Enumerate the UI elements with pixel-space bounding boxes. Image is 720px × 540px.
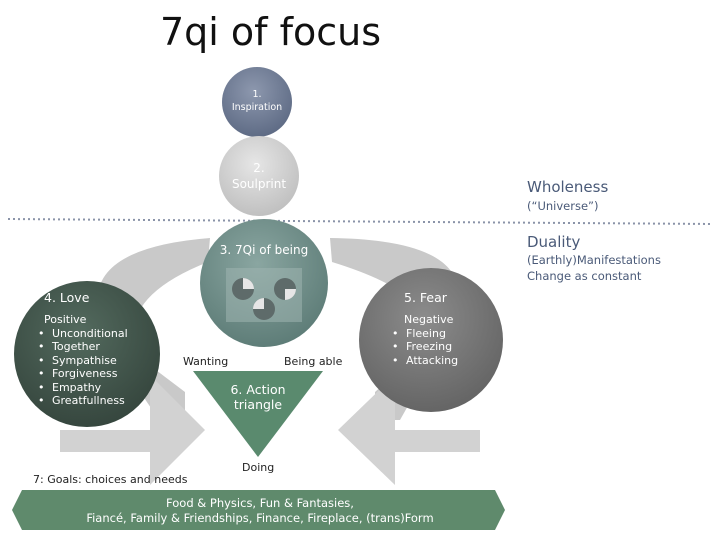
left-lower-arrow bbox=[60, 375, 205, 485]
doing-label: Doing bbox=[242, 461, 275, 474]
soulprint-label: Soulprint bbox=[231, 177, 287, 191]
love-item: Together bbox=[38, 340, 160, 354]
goals-line2: Fiancé, Family & Friendships, Finance, F… bbox=[86, 511, 434, 525]
action-line1: 6. Action bbox=[230, 382, 286, 397]
goals-band bbox=[12, 490, 505, 530]
fear-item: Fleeing bbox=[392, 327, 492, 341]
being-label: 3. 7Qi of being bbox=[219, 243, 309, 257]
duality-line2: Change as constant bbox=[527, 269, 642, 283]
action-triangle bbox=[193, 371, 323, 457]
love-subheading: Positive bbox=[44, 313, 87, 326]
love-item: Unconditional bbox=[38, 327, 160, 341]
love-item: Sympathise bbox=[38, 354, 160, 368]
goals-line1: Food & Physics, Fun & Fantasies, bbox=[166, 496, 354, 510]
goals-label: 7: Goals: choices and needs bbox=[33, 473, 188, 486]
inspiration-text: 1. Inspiration bbox=[222, 88, 292, 114]
inspiration-circle bbox=[222, 67, 292, 137]
action-line2: triangle bbox=[233, 397, 283, 412]
fear-heading: 5. Fear bbox=[404, 290, 447, 305]
being-able-label: Being able bbox=[284, 355, 343, 368]
love-item: Empathy bbox=[38, 381, 160, 395]
goals-text: Food & Physics, Fun & Fantasies, Fiancé,… bbox=[20, 496, 500, 526]
love-item: Greatfullness bbox=[38, 394, 160, 408]
fear-subheading: Negative bbox=[404, 313, 454, 326]
wholeness-duality-divider bbox=[7, 218, 713, 225]
love-heading: 4. Love bbox=[44, 290, 90, 305]
duality-line1: (Earthly)Manifestations bbox=[527, 253, 661, 267]
inspiration-number: 1. bbox=[252, 89, 262, 100]
inspiration-label: Inspiration bbox=[231, 102, 283, 113]
fear-item: Freezing bbox=[392, 340, 492, 354]
fear-item: Attacking bbox=[392, 354, 492, 368]
fear-list: Fleeing Freezing Attacking bbox=[382, 327, 492, 368]
wholeness-heading: Wholeness bbox=[527, 178, 609, 196]
being-mini-diagram bbox=[226, 268, 302, 322]
soulprint-text: 2. Soulprint bbox=[219, 160, 299, 192]
love-item: Forgiveness bbox=[38, 367, 160, 381]
love-content: 4. Love Positive Unconditional Together … bbox=[30, 290, 160, 408]
duality-heading: Duality bbox=[527, 233, 581, 251]
page-title: 7qi of focus bbox=[160, 10, 382, 54]
wholeness-sub: (“Universe”) bbox=[527, 199, 599, 213]
right-lower-arrow bbox=[338, 375, 480, 485]
action-text: 6. Action triangle bbox=[218, 382, 298, 412]
soulprint-number: 2. bbox=[253, 161, 265, 175]
soulprint-circle bbox=[219, 136, 299, 216]
fear-content: 5. Fear Negative Fleeing Freezing Attack… bbox=[382, 290, 492, 367]
wanting-label: Wanting bbox=[183, 355, 229, 368]
love-list: Unconditional Together Sympathise Forgiv… bbox=[30, 327, 160, 408]
left-curved-arrow bbox=[97, 238, 210, 420]
